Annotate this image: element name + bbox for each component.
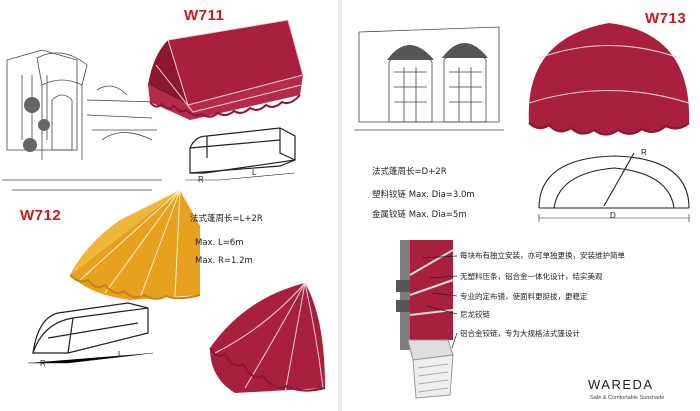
right-metal-hinge: 金属铰链 Max. Dia=5m (372, 210, 467, 220)
w712-frame-diagram (28, 302, 154, 364)
left-max-l: Max. L=6m (195, 238, 244, 248)
w712-awning-image (69, 189, 201, 300)
feature-item: 每块布有独立安装，亦可单独更换，安装维护简单 (460, 251, 625, 260)
arched-storefront-sketch (354, 26, 504, 131)
model-code-w711: W711 (184, 7, 225, 24)
feature-item: 无塑料压条，铝合金一体化设计，结实美观 (460, 272, 603, 281)
right-formula: 法式蓬周长=D+2R (372, 167, 447, 177)
w711-awning-image (148, 19, 304, 120)
w713-dim-r: R (641, 148, 647, 157)
feature-item: 铝合金铰链，专为大规格法式篷设计 (460, 329, 580, 338)
right-catalog-panel: W713 法式蓬周长=D+2R 塑料铰链 Max. Dia=3.0m 金属铰链 … (342, 0, 700, 411)
w713-dome-awning-image (528, 23, 690, 136)
left-max-r: Max. R=1.2m (195, 256, 253, 266)
w713-dim-d: D (610, 211, 616, 220)
storefront-sketch (2, 49, 162, 191)
left-formula: 法式蓬周长=L+2R (190, 214, 263, 224)
w711-frame-diagram (185, 127, 296, 181)
left-catalog-panel: W711 R L W712 R L 法式蓬周长=L+2R Max. L=6m (0, 0, 338, 411)
feature-leader-lines (421, 255, 458, 349)
w712-dim-r: R (40, 359, 46, 368)
w713-frame-diagram (538, 152, 690, 222)
brand-tagline: Safe & Comfortable Sunshade (590, 395, 665, 401)
brand-logo-text: WAREDA (588, 377, 654, 392)
w712-fan-awning-image (209, 282, 326, 394)
right-plastic-hinge: 塑料铰链 Max. Dia=3.0m (372, 190, 475, 200)
hinge-detail-photo (396, 240, 454, 399)
w711-dim-r: R (198, 175, 204, 184)
w711-dim-l: L (252, 168, 257, 177)
feature-item: 尼龙铰链 (460, 310, 490, 319)
w712-dim-l: L (118, 350, 123, 359)
model-code-w712: W712 (20, 207, 62, 224)
model-code-w713: W713 (645, 10, 687, 27)
feature-item: 专业的定布镜，使面料更挺拔，更稳定 (460, 292, 588, 301)
panel-divider (338, 0, 342, 411)
